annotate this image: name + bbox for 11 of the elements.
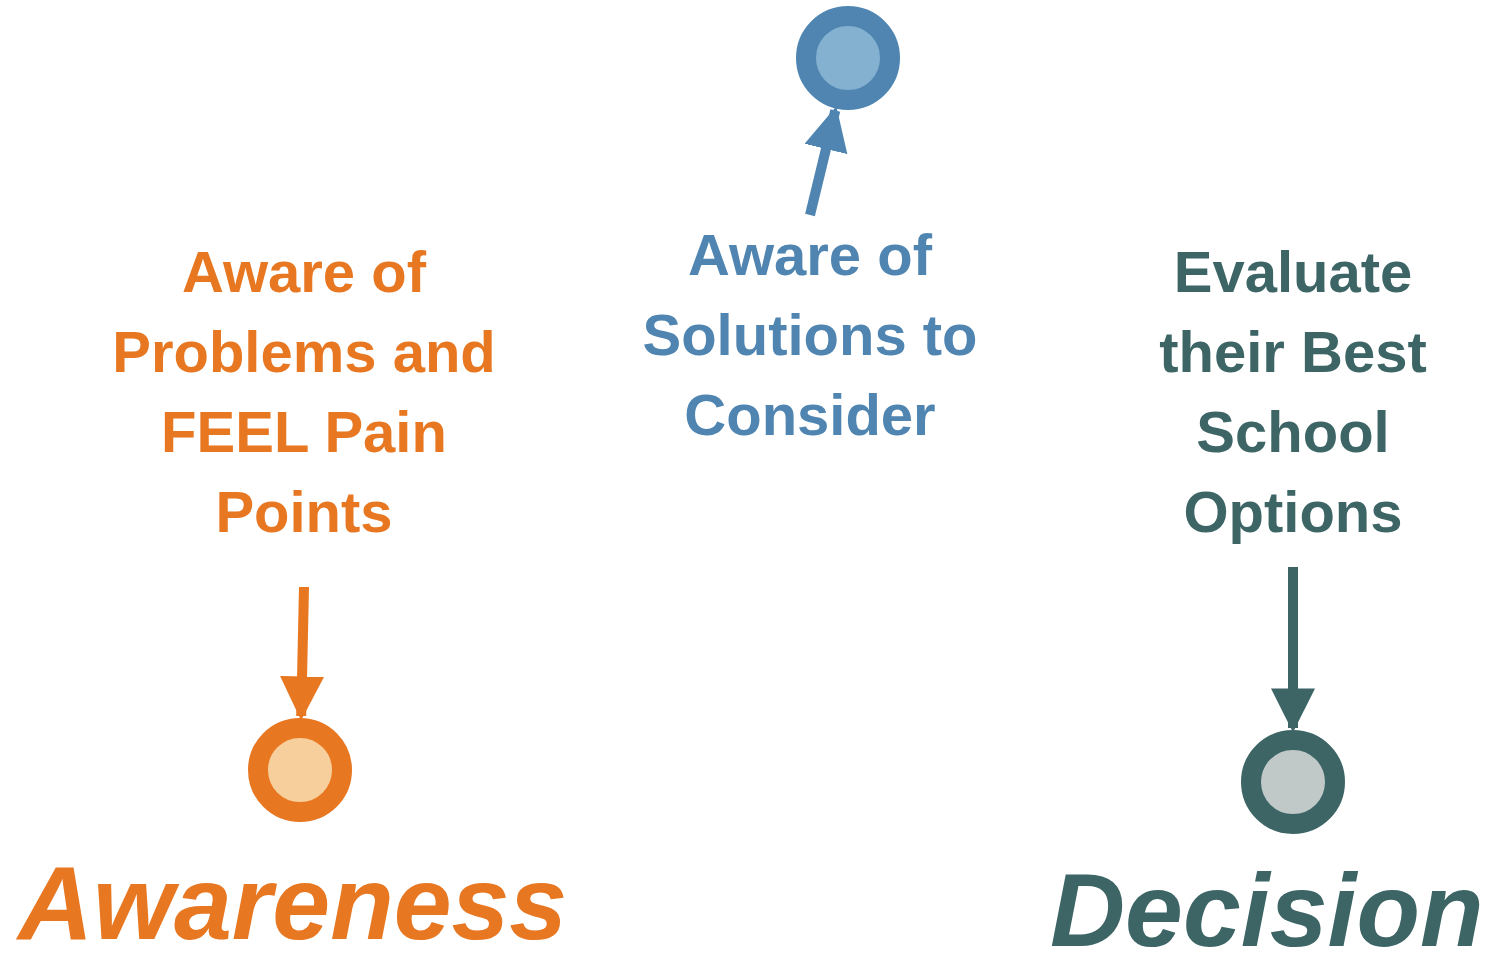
ring-marker bbox=[1241, 730, 1345, 834]
stage-title: Decision bbox=[1050, 855, 1484, 959]
stage-text: Aware of Solutions to Consider bbox=[641, 221, 979, 449]
stage-text: Aware of Problems and FEEL Pain Points bbox=[111, 238, 497, 546]
stage-text: Evaluate their Best School Options bbox=[1158, 238, 1428, 546]
arrow bbox=[804, 106, 848, 217]
stage-title: Awareness bbox=[18, 848, 568, 958]
ring-marker bbox=[796, 6, 900, 110]
ring-marker bbox=[248, 718, 352, 822]
arrow bbox=[280, 586, 325, 721]
arrow bbox=[1271, 567, 1315, 733]
